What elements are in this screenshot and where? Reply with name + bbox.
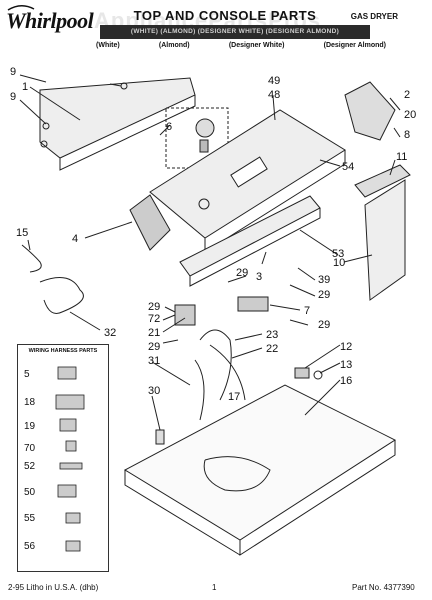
callout-10: 10 <box>333 257 345 269</box>
models-line: (WHITE) (ALMOND) (DESIGNER WHITE) (DESIG… <box>100 25 370 39</box>
callout-30: 30 <box>148 385 160 397</box>
rear-bracket <box>39 77 196 159</box>
callout-49: 49 <box>268 75 280 87</box>
connector-19-icon <box>59 418 77 432</box>
callout-6: 6 <box>166 121 172 133</box>
color-white: (White) <box>96 42 120 49</box>
footer-litho: 2-95 Litho in U.S.A. (dhb) <box>8 583 99 592</box>
wiring-harness-parts-box: WIRING HARNESS PARTS 5 18 19 70 52 50 55 <box>17 344 109 572</box>
brand-logo: Whirlpool <box>6 8 94 33</box>
footer-page-number: 1 <box>212 583 217 592</box>
wiring-box-title: WIRING HARNESS PARTS <box>28 348 98 354</box>
callout-20: 20 <box>404 109 416 121</box>
callout-16: 16 <box>340 375 352 387</box>
callout-21: 21 <box>148 327 160 339</box>
color-row: (White) (Almond) (Designer White) (Desig… <box>96 42 386 49</box>
callout-9b: 9 <box>10 91 16 103</box>
callout-13: 13 <box>340 359 352 371</box>
callout-29a: 29 <box>236 267 248 279</box>
grommet-30 <box>155 429 165 445</box>
knob-icon <box>195 118 215 138</box>
top-harness <box>203 456 271 492</box>
connector-56-icon <box>65 540 81 552</box>
callout-11: 11 <box>396 151 407 163</box>
clip-12 <box>294 367 310 379</box>
connector-52-icon <box>59 462 83 470</box>
callout-53: 53 <box>332 248 344 260</box>
callout-23: 23 <box>266 329 278 341</box>
callout-32: 32 <box>104 327 116 339</box>
wh-item-52: 52 <box>24 461 36 472</box>
screw-icon <box>40 140 48 148</box>
side-panel <box>364 179 406 301</box>
wh-item-55: 55 <box>24 513 36 524</box>
callout-48: 48 <box>268 89 280 101</box>
callout-9a: 9 <box>10 66 16 78</box>
wire-bundle <box>194 329 246 421</box>
callout-8: 8 <box>404 129 410 141</box>
callout-12: 12 <box>340 341 352 353</box>
page-title: TOP AND CONSOLE PARTS <box>133 8 317 23</box>
callout-15: 15 <box>16 227 28 239</box>
callout-22: 22 <box>266 343 278 355</box>
product-type: GAS DRYER <box>350 12 398 21</box>
right-endcap <box>344 81 396 141</box>
callout-7: 7 <box>304 305 310 317</box>
switch-7 <box>237 296 269 312</box>
cabinet-top <box>123 384 397 541</box>
callout-3: 3 <box>256 271 262 283</box>
wh-item-50: 50 <box>24 487 36 498</box>
connector-5-icon <box>57 366 77 380</box>
footer-part-number: Part No. 4377390 <box>352 583 415 592</box>
connector-50-icon <box>57 484 77 498</box>
color-designer-white: (Designer White) <box>228 42 285 49</box>
screw-icon <box>42 122 50 130</box>
color-almond: (Almond) <box>158 42 190 49</box>
wh-item-5: 5 <box>24 369 30 380</box>
callout-1: 1 <box>22 81 28 93</box>
callout-17: 17 <box>228 391 240 403</box>
connector-70-icon <box>65 440 77 452</box>
left-endcap <box>129 194 171 251</box>
wh-item-18: 18 <box>24 397 36 408</box>
harness-15 <box>21 244 42 273</box>
wh-item-19: 19 <box>24 421 36 432</box>
callout-29d: 29 <box>318 319 330 331</box>
connector-55-icon <box>65 512 81 524</box>
color-designer-almond: (Designer Almond) <box>323 42 386 49</box>
connector-18-icon <box>55 394 85 410</box>
callout-31: 31 <box>148 355 160 367</box>
wh-item-70: 70 <box>24 443 36 454</box>
screw-icon <box>109 82 128 90</box>
callout-29c: 29 <box>148 301 160 313</box>
brand-swoosh-icon <box>7 5 35 11</box>
callout-29e: 29 <box>148 341 160 353</box>
wh-item-56: 56 <box>24 541 36 552</box>
harness-32 <box>39 277 84 314</box>
callout-29b: 29 <box>318 289 330 301</box>
top-cap <box>354 164 411 198</box>
screw-icon <box>313 370 323 380</box>
callout-39: 39 <box>318 274 330 286</box>
callout-72: 72 <box>148 313 160 325</box>
callout-2: 2 <box>404 89 410 101</box>
callout-4: 4 <box>72 233 78 245</box>
callout-54: 54 <box>342 161 354 173</box>
